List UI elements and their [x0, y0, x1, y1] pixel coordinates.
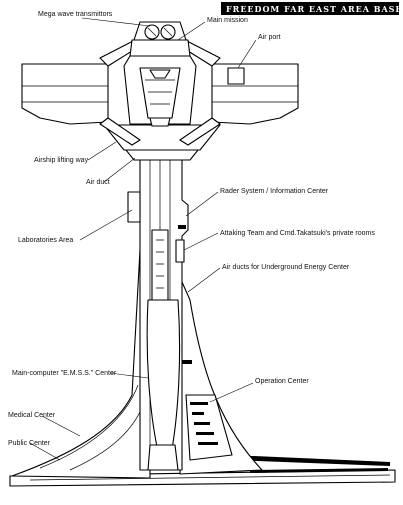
label-main-computer: Main-computer "E.M.S.S." Center — [12, 370, 117, 377]
label-public-center: Public Center — [8, 440, 51, 447]
label-operation-center: Operation Center — [255, 378, 309, 385]
label-attacking-team: Attaking Team and Cmd.Takatsuki's privat… — [220, 230, 375, 237]
label-laboratories-area: Laboratories Area — [18, 237, 73, 244]
central-tower — [127, 149, 189, 471]
main-mission-head — [123, 55, 197, 127]
label-main-mission: Main mission — [207, 17, 248, 24]
title-banner-text: FREEDOM FAR EAST AREA BASE — [226, 4, 403, 14]
title-banner-bg — [221, 2, 399, 15]
label-mega-wave-transmittors: Mega wave transmittors — [38, 11, 113, 18]
leader-lines — [29, 17, 257, 461]
left-wing — [21, 39, 141, 146]
label-air-port: Air port — [258, 34, 281, 41]
ground-base — [9, 455, 396, 487]
right-wing — [179, 39, 299, 146]
label-air-duct: Air duct — [86, 179, 110, 186]
callout-labels: Mega wave transmittors Main mission Air … — [8, 11, 375, 447]
label-medical-center: Medical Center — [8, 412, 56, 419]
label-airship-lifting-way: Airship lifting way — [34, 157, 89, 164]
right-flank — [179, 281, 263, 475]
title-banner: FREEDOM FAR EAST AREA BASE — [221, 2, 403, 15]
mega-wave-transmittor — [129, 21, 191, 57]
label-air-ducts-underground: Air ducts for Underground Energy Center — [222, 264, 350, 271]
label-rader-system: Rader System / Information Center — [220, 188, 329, 195]
